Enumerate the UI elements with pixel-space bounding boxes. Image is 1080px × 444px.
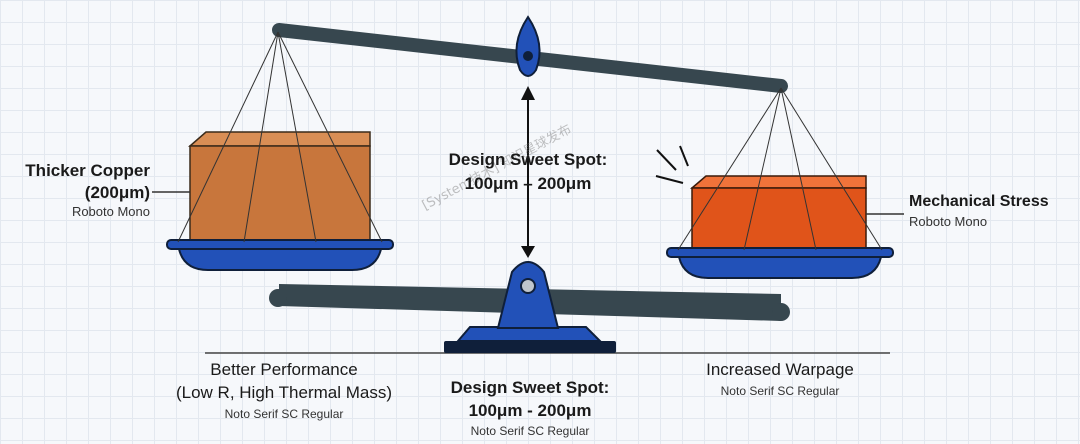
left-string xyxy=(277,31,317,243)
stress-burst-line xyxy=(656,149,677,171)
left-pan xyxy=(177,248,383,271)
bottom-center-line2: 100μm - 200μm xyxy=(468,400,592,420)
bottom-right-label: Increased Warpage Noto Serif SC Regular xyxy=(680,360,880,398)
left-label: Thicker Copper (200μm) Roboto Mono xyxy=(4,161,150,220)
bottom-right-font-note: Noto Serif SC Regular xyxy=(720,383,840,398)
copper-block xyxy=(189,145,371,244)
right-string xyxy=(677,87,782,251)
bottom-left-font-note: Noto Serif SC Regular xyxy=(224,407,344,422)
sweet-spot-arrow-head-up xyxy=(521,86,535,100)
bottom-left-line2: (Low R, High Thermal Mass) xyxy=(175,382,393,402)
right-string xyxy=(743,87,782,251)
right-string xyxy=(780,87,817,251)
bottom-center-label: Design Sweet Spot: 100μm - 200μm Noto Se… xyxy=(424,378,636,439)
stress-burst-line xyxy=(655,175,684,184)
lower-beam-left-joint xyxy=(269,289,287,307)
left-string xyxy=(277,31,383,243)
bottom-center-font-note: Noto Serif SC Regular xyxy=(470,424,590,439)
copper-block-top xyxy=(188,131,371,147)
bottom-left-line1: Better Performance xyxy=(210,360,358,379)
bottom-right-line1: Increased Warpage xyxy=(706,360,854,379)
fulcrum-pivot xyxy=(520,278,536,294)
stress-burst-line xyxy=(679,145,689,167)
left-pan-rim xyxy=(166,239,394,250)
fulcrum-tower xyxy=(496,261,560,329)
left-label-line2: (200μm) xyxy=(84,182,150,202)
center-label-line2: 100μm – 200μm xyxy=(464,173,592,193)
right-string xyxy=(780,87,883,251)
scale-base xyxy=(444,341,616,353)
right-label: Mechanical Stress Roboto Mono xyxy=(909,193,1077,230)
top-pointer xyxy=(515,15,541,77)
bottom-center-line1: Design Sweet Spot: xyxy=(450,378,610,397)
right-pan-rim xyxy=(666,247,894,258)
left-label-line1: Thicker Copper xyxy=(25,161,150,180)
scale-base-top xyxy=(455,326,603,342)
stress-block xyxy=(691,187,867,251)
lower-beam-right-joint xyxy=(772,303,790,321)
left-label-font-note: Roboto Mono xyxy=(71,204,150,220)
left-string xyxy=(177,31,279,243)
right-label-title: Mechanical Stress xyxy=(909,193,1049,210)
top-pivot xyxy=(523,51,533,61)
left-string xyxy=(243,31,279,243)
right-label-font-note: Roboto Mono xyxy=(909,214,988,230)
center-label: Design Sweet Spot: 100μm – 200μm xyxy=(424,150,632,193)
center-label-line1: Design Sweet Spot: xyxy=(448,150,608,169)
sweet-spot-arrow-head-down xyxy=(521,246,535,258)
right-pan xyxy=(677,256,883,279)
bottom-left-label: Better Performance (Low R, High Thermal … xyxy=(152,360,416,422)
